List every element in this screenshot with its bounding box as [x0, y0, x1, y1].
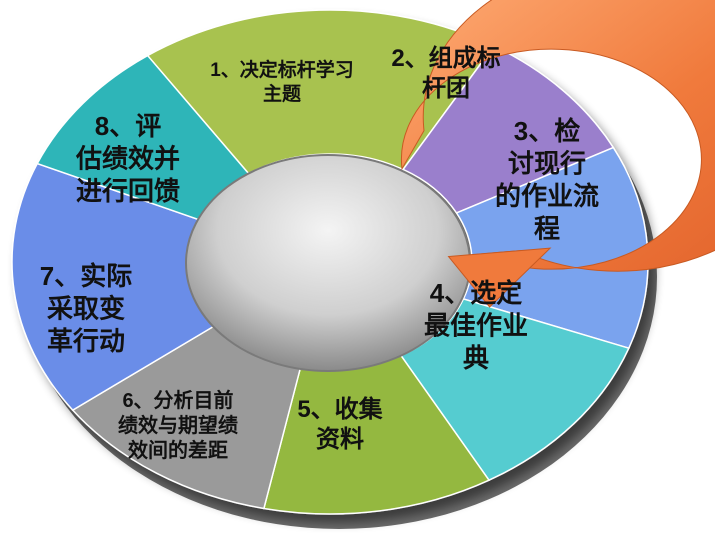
cycle-arrow [400, 0, 715, 308]
step-label-3: 3、检讨现行的作业流程 [495, 116, 599, 244]
step-label-1: 1、决定标杆学习主题 [210, 58, 354, 105]
cycle-arrow-body [400, 0, 715, 272]
step-label-7: 7、实际采取变革行动 [40, 261, 132, 356]
step-label-4: 4、选定最佳作业典 [424, 278, 528, 373]
ring-segments [11, 9, 649, 515]
ring-segment-3 [455, 146, 649, 350]
step-labels: 1、决定标杆学习主题 2、组成标杆团 3、检讨现行的作业流程 4、选定最佳作业典 5、收… [40, 45, 599, 462]
cycle-arrow-head [447, 247, 552, 308]
step-label-5: 5、收集资料 [297, 395, 383, 453]
step-label-8: 8、评估绩效并进行回馈 [75, 111, 180, 206]
step-label-2: 2、组成标杆团 [391, 45, 500, 102]
step-label-6: 6、分析目前绩效与期望绩效间的差距 [118, 388, 238, 462]
